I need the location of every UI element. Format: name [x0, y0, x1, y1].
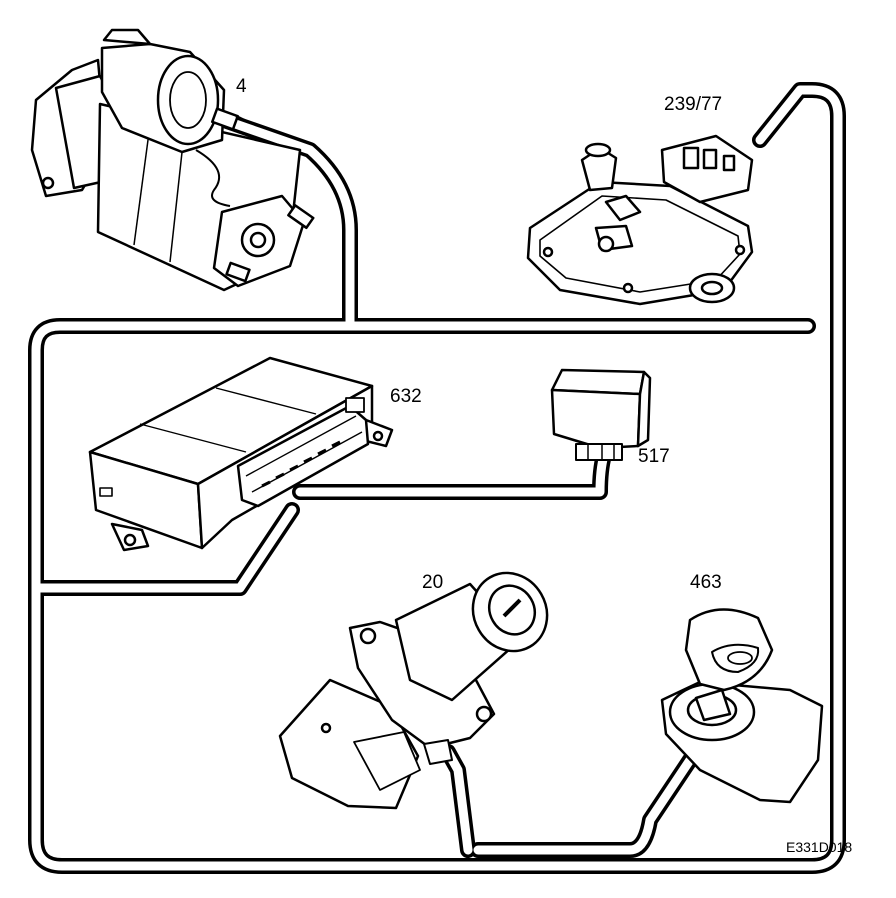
key-reader-label: 463: [690, 572, 722, 593]
control-module-label: 632: [390, 386, 422, 407]
ignition-switch: [278, 571, 549, 810]
control-module: [88, 356, 394, 552]
relay-label: 517: [638, 446, 670, 467]
starter-motor: [30, 28, 315, 292]
key-reader: [660, 608, 824, 804]
starter-motor-label: 4: [236, 76, 247, 97]
gear-selector-switch-label: 239/77: [664, 94, 722, 115]
gear-selector-switch: [526, 134, 754, 306]
ignition-switch-label: 20: [422, 572, 443, 593]
wiring-harness: [28, 82, 846, 874]
figure-reference-code: E331D018: [786, 839, 852, 855]
relay: [550, 368, 652, 461]
